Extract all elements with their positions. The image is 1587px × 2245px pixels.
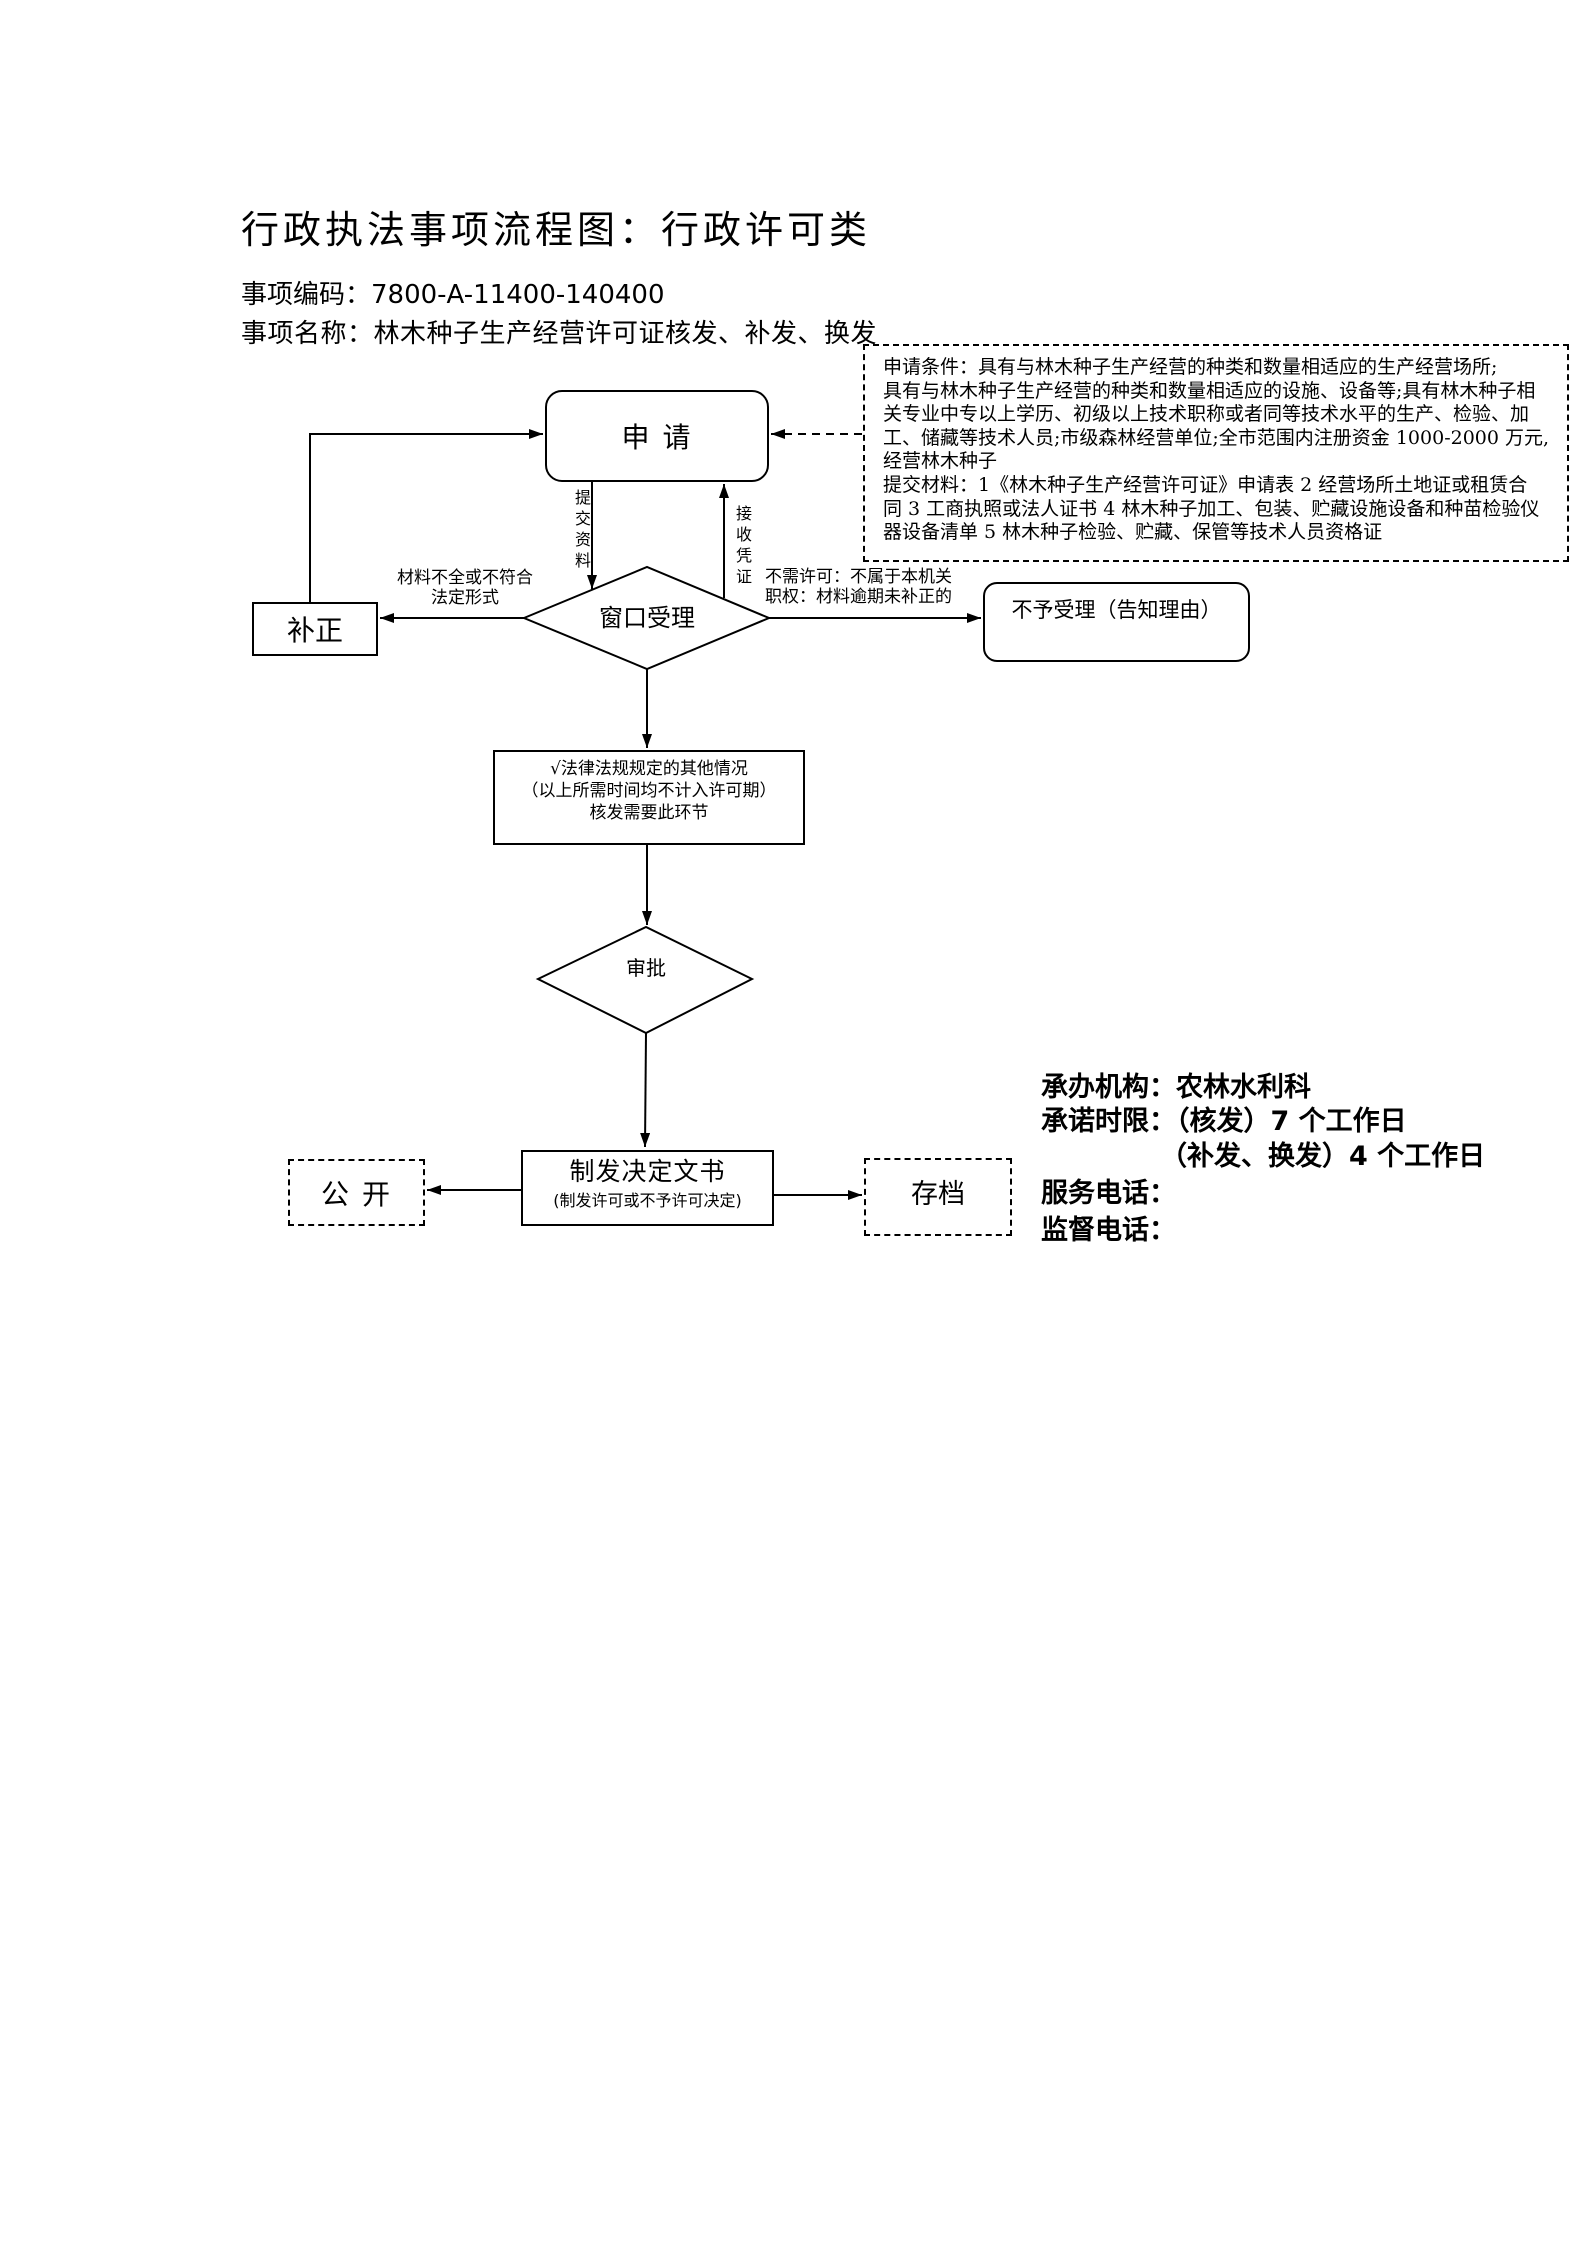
requirements-line: 具有与林木种子生产经营的种类和数量相适应的设施、设备等;具有林木种子相 (883, 379, 1536, 402)
handling-agency: 承办机构：农林水利科 (1041, 1072, 1311, 1103)
publish-node: 公 开 (288, 1159, 425, 1226)
reject-condition-label: 不需许可：不属于本机关 职权：材料逾期未补正的 (765, 567, 952, 607)
reject-condition-line: 不需许可：不属于本机关 (765, 567, 952, 587)
decision-node: 制发决定文书 (制发许可或不予许可决定) (521, 1150, 774, 1226)
deadline-issue: 承诺时限：（核发）7 个工作日 (1041, 1106, 1407, 1137)
window-acceptance-label: 窗口受理 (599, 604, 695, 632)
to-decision-arrow (640, 1032, 651, 1148)
reject-condition-line: 职权：材料逾期未补正的 (765, 587, 952, 607)
reject-node: 不予受理（告知理由） (983, 582, 1250, 662)
decision-note: (制发许可或不予许可决定) (553, 1191, 742, 1210)
requirements-line: 同 3 工商执照或法人证书 4 林木种子加工、包装、贮藏设施设备和种苗检验仪 (883, 497, 1540, 520)
apply-node: 申 请 (545, 390, 769, 482)
page-title: 行政执法事项流程图：行政许可类 (241, 208, 872, 252)
requirements-line: 器设备清单 5 林木种子检验、贮藏、保管等技术人员资格证 (883, 521, 1383, 544)
approval-label: 审批 (626, 956, 666, 980)
correction-node: 补正 (252, 602, 378, 656)
archive-node: 存档 (864, 1158, 1012, 1236)
approval-diamond (535, 925, 755, 1035)
correction-condition-label: 材料不全或不符合 法定形式 (390, 568, 540, 608)
correction-condition-line: 法定形式 (431, 588, 499, 608)
other-cases-line: √法律法规规定的其他情况 (550, 759, 748, 779)
deadline-reissue: （补发、换发）4 个工作日 (1160, 1141, 1486, 1172)
correction-condition-line: 材料不全或不符合 (397, 568, 533, 588)
requirements-line: 申请条件：具有与林木种子生产经营的种类和数量相适应的生产经营场所; (883, 356, 1498, 378)
decision-title: 制发决定文书 (569, 1157, 726, 1186)
supervision-phone: 监督电话： (1041, 1215, 1176, 1246)
service-phone: 服务电话： (1041, 1178, 1176, 1209)
requirements-line: 经营林木种子 (883, 450, 998, 473)
item-code: 事项编码：7800-A-11400-140400 (241, 280, 665, 310)
requirements-line: 关专业中专以上学历、初级以上技术职称或者同等技术水平的生产、检验、加 (883, 403, 1530, 426)
submit-materials-label: 提交资料 (572, 489, 591, 573)
other-cases-node: √法律法规规定的其他情况 （以上所需时间均不计入许可期） 核发需要此环节 (493, 750, 805, 845)
item-name: 事项名称：林木种子生产经营许可证核发、补发、换发 (241, 319, 878, 349)
other-cases-line: （以上所需时间均不计入许可期） (521, 781, 777, 801)
requirements-line: 工、储藏等技术人员;市级森林经营单位;全市范围内注册资金 1000-2000 万… (883, 426, 1550, 449)
receive-receipt-label: 接收凭证 (733, 505, 752, 589)
requirements-line: 提交材料：1《林木种子生产经营许可证》申请表 2 经营场所土地证或租赁合 (883, 473, 1528, 496)
other-cases-line: 核发需要此环节 (589, 803, 709, 823)
requirements-box: 申请条件：具有与林木种子生产经营的种类和数量相适应的生产经营场所; 具有与林木种… (863, 344, 1569, 562)
correction-to-apply-arrow (309, 429, 543, 602)
